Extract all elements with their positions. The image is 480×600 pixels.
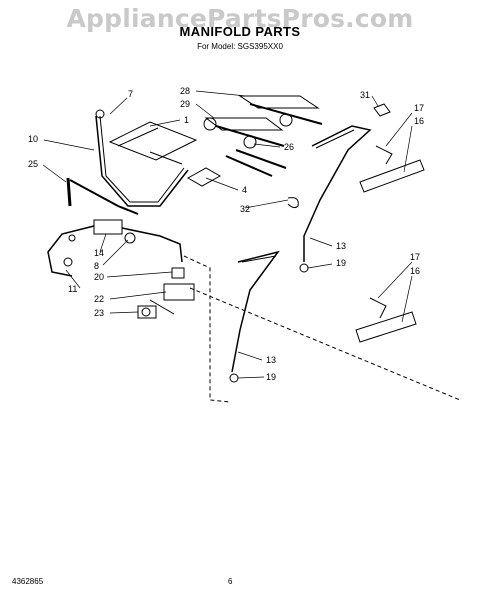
manifold-pipe (95, 109, 189, 207)
page-title: MANIFOLD PARTS (179, 24, 301, 39)
burner-plate (108, 121, 198, 165)
bracket-upper (359, 145, 425, 193)
callout-7: 7 (128, 89, 133, 99)
callout-17: 17 (414, 103, 424, 113)
callout-32: 32 (240, 204, 250, 214)
tube-25 (66, 177, 139, 215)
clip-32 (287, 197, 299, 209)
regulator-fittings (137, 267, 195, 319)
callout-8: 8 (94, 261, 99, 271)
model-line: For Model: SGS395XX0 (197, 42, 283, 51)
callout-20: 20 (94, 272, 104, 282)
callout-28: 28 (180, 86, 190, 96)
watermark: AppliancePartsPros.com (66, 4, 414, 33)
callout-16: 16 (414, 116, 424, 126)
callout-4: 4 (242, 185, 247, 195)
tube-13-upper (303, 125, 372, 262)
burner-assembly-top (203, 95, 323, 177)
callout-29: 29 (180, 99, 190, 109)
dashed-outline (183, 255, 231, 403)
valve-assembly (47, 219, 183, 277)
callout-13-lower: 13 (266, 355, 276, 365)
callout-17-lower: 17 (410, 252, 420, 262)
callout-19-lower: 19 (266, 372, 276, 382)
callout-14: 14 (94, 248, 104, 258)
callout-1: 1 (184, 115, 189, 125)
document-number: 4362865 (12, 577, 44, 586)
callout-25: 25 (28, 159, 38, 169)
bracket-lower (355, 297, 417, 343)
callout-16-lower: 16 (410, 266, 420, 276)
callout-22: 22 (94, 294, 104, 304)
bracket-4 (186, 167, 222, 187)
callout-23: 23 (94, 308, 104, 318)
callout-19-upper: 19 (336, 258, 346, 268)
callout-10: 10 (28, 134, 38, 144)
callout-13-upper: 13 (336, 241, 346, 251)
callout-31: 31 (360, 90, 370, 100)
page-number: 6 (228, 577, 233, 586)
callout-11: 11 (68, 284, 77, 294)
callout-26: 26 (284, 142, 294, 152)
part-31 (373, 103, 391, 117)
